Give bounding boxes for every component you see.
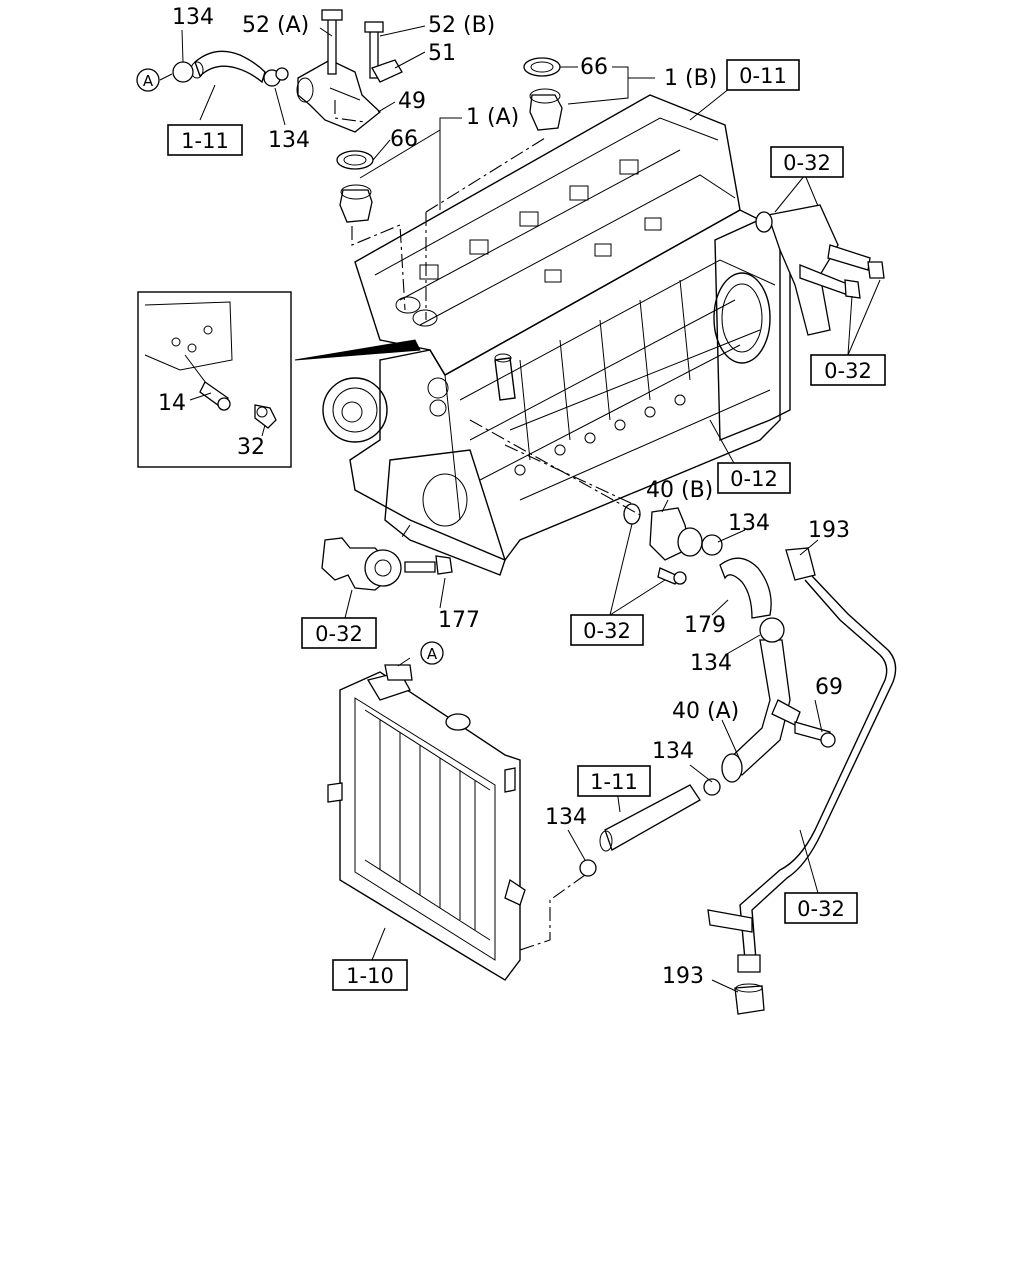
- ref-0-32-top-right-text: 0-32: [783, 151, 831, 175]
- reference-boxes: 1-11 0-11 0-32 0-32 0-12 0-32 0-32 1-11: [167, 59, 886, 991]
- part-40a-pipe: [721, 617, 836, 783]
- part-32-plug: [254, 404, 277, 429]
- ref-1-10-text: 1-10: [346, 964, 394, 988]
- callout-1b: 1 (B): [664, 66, 717, 91]
- callout-1a: 1 (A): [466, 105, 519, 130]
- part-14-sensor: [199, 381, 231, 411]
- part-66-gasket-mid: [336, 150, 374, 170]
- callout-14: 14: [158, 391, 186, 416]
- callout-69: 69: [815, 675, 843, 700]
- callout-52a: 52 (A): [242, 13, 309, 38]
- callouts: 134 52 (A) 52 (B) 51 49 134 66 1 (B) 1 (…: [158, 5, 850, 989]
- callout-32: 32: [237, 435, 265, 460]
- part-66-gasket-top: [523, 57, 561, 77]
- marker-a-top: A: [136, 68, 160, 92]
- thermostat-housing: [296, 9, 403, 133]
- ref-0-32-bottom-left-text: 0-32: [315, 622, 363, 646]
- water-pump-bracket: [321, 537, 453, 591]
- ref-0-32-right-text: 0-32: [824, 359, 872, 383]
- upper-hose-assembly: [172, 50, 289, 87]
- ref-box-0-11: 0-11: [726, 59, 800, 91]
- ref-1-11-top-text: 1-11: [181, 129, 229, 153]
- callout-134-right-2: 134: [690, 651, 732, 676]
- water-outlet-pipe: [755, 204, 885, 336]
- marker-a-mid-text: A: [427, 645, 438, 663]
- callout-134-right-3: 134: [652, 739, 694, 764]
- ref-0-32-bottom-right-text: 0-32: [797, 897, 845, 921]
- callout-193-top: 193: [808, 518, 850, 543]
- ref-box-1-11-mid: 1-11: [577, 765, 651, 797]
- ref-box-0-12: 0-12: [717, 462, 791, 494]
- marker-a-mid: A: [420, 641, 444, 665]
- leader-lines: [159, 25, 881, 993]
- callout-177: 177: [438, 608, 480, 633]
- ref-box-0-32-bottom-left: 0-32: [301, 617, 377, 649]
- ref-box-0-32-bottom-right: 0-32: [784, 892, 858, 924]
- callout-51: 51: [428, 41, 456, 66]
- callout-134-second: 134: [268, 128, 310, 153]
- bypass-pipe: [707, 547, 897, 1015]
- callout-134-right-1: 134: [728, 511, 770, 536]
- callout-193-bottom: 193: [662, 964, 704, 989]
- callout-52b: 52 (B): [428, 13, 495, 38]
- callout-49: 49: [398, 89, 426, 114]
- ref-box-0-32-right: 0-32: [810, 354, 886, 386]
- callout-66-top: 66: [580, 55, 608, 80]
- callout-40a: 40 (A): [672, 699, 739, 724]
- callout-134-top-left: 134: [172, 5, 214, 30]
- ref-1-11-mid-text: 1-11: [590, 770, 638, 794]
- ref-box-0-32-mid: 0-32: [570, 614, 644, 646]
- engine-assembly: [294, 94, 791, 576]
- marker-a-top-text: A: [143, 72, 154, 90]
- callout-179: 179: [684, 613, 726, 638]
- part-1a-thermostat: [339, 184, 373, 223]
- ref-0-11-text: 0-11: [739, 64, 787, 88]
- callout-40b: 40 (B): [646, 478, 713, 503]
- part-179-hose: [719, 557, 772, 619]
- coolant-inlet-assembly: [623, 503, 723, 585]
- part-1b-thermostat: [529, 88, 563, 131]
- ref-box-1-11-top: 1-11: [167, 124, 243, 156]
- detail-inset: [137, 291, 292, 468]
- callout-66-mid: 66: [390, 127, 418, 152]
- ref-0-12-text: 0-12: [730, 467, 778, 491]
- lower-hose-assembly: [579, 778, 721, 877]
- ref-box-0-32-top-right: 0-32: [770, 146, 844, 178]
- ref-box-1-10: 1-10: [332, 959, 408, 991]
- radiator: [327, 664, 526, 981]
- callout-134-right-4: 134: [545, 805, 587, 830]
- ref-0-32-mid-text: 0-32: [583, 619, 631, 643]
